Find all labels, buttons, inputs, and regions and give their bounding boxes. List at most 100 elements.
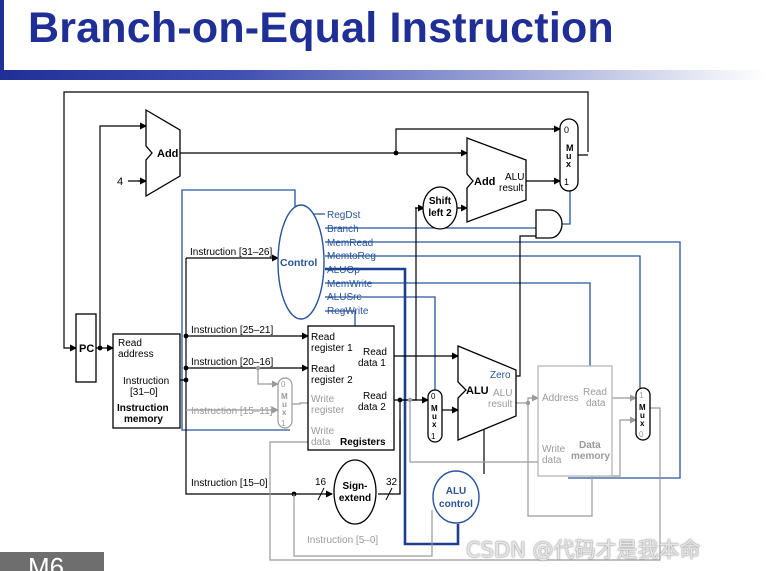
svg-text:memory: memory [571, 451, 610, 462]
svg-text:u: u [282, 400, 287, 409]
datapath-arrows [70, 122, 561, 498]
svg-text:data 2: data 2 [358, 402, 386, 413]
and-output-line [562, 185, 571, 225]
memwrite-line [325, 282, 591, 366]
branch-adder-result-l1: ALU [505, 172, 524, 183]
alu-zero: Zero [490, 370, 511, 381]
branch-adder: Add ALU result [466, 137, 527, 223]
svg-text:Instruction: Instruction [123, 376, 169, 387]
inactive-arrows [270, 380, 637, 424]
inactive-dots [255, 365, 531, 406]
svg-text:address: address [118, 349, 154, 360]
data-memory: Address Read data Write data Data memory [537, 365, 613, 477]
signal-regwrite: RegWrite [327, 306, 369, 317]
svg-text:M: M [639, 403, 646, 412]
svg-text:Data: Data [579, 440, 601, 451]
register-file: Read register 1 Read register 2 Write re… [307, 325, 395, 451]
svg-text:register: register [311, 405, 345, 416]
svg-text:control: control [439, 499, 473, 510]
shift-left-2: Shift left 2 [422, 186, 458, 230]
svg-text:Read: Read [363, 347, 387, 358]
svg-text:Instruction [15–0]: Instruction [15–0] [191, 478, 268, 489]
svg-text:x: x [432, 420, 437, 429]
control-label: Control [280, 257, 317, 269]
svg-text:data: data [586, 398, 606, 409]
svg-text:ALU: ALU [493, 388, 512, 399]
svg-text:0: 0 [431, 392, 436, 401]
pc-label: PC [79, 343, 94, 355]
signal-memwrite: MemWrite [327, 279, 373, 290]
svg-text:Instruction [15–11]: Instruction [15–11] [191, 406, 273, 417]
pc-adder-label: Add [157, 148, 178, 160]
svg-text:Instruction [31–26]: Instruction [31–26] [190, 247, 272, 258]
svg-text:M: M [566, 143, 574, 153]
svg-text:0: 0 [564, 125, 569, 135]
svg-text:1: 1 [564, 177, 569, 187]
junction-dots [97, 150, 403, 497]
title-underline-rule [0, 70, 766, 80]
branch-adder-result-l2: result [499, 183, 524, 194]
alu-label: ALU [466, 385, 489, 397]
svg-text:Registers: Registers [340, 437, 386, 448]
regdst-mux: 0 M u x 1 [277, 377, 293, 429]
svg-text:result: result [488, 399, 513, 410]
svg-text:data 1: data 1 [358, 358, 386, 369]
svg-text:x: x [282, 408, 287, 417]
svg-text:0: 0 [281, 380, 286, 389]
regwrite-line [325, 310, 356, 326]
svg-text:ALU: ALU [446, 486, 467, 497]
instruction-field-labels: Instruction [31–26] Instruction [25–21] … [190, 247, 378, 546]
svg-text:u: u [566, 151, 572, 161]
alusrc-mux: 0 M u x 1 [427, 389, 443, 443]
sign-extend-out-bits: 32 [386, 477, 398, 488]
svg-text:data: data [311, 437, 331, 448]
svg-text:Read: Read [311, 332, 335, 343]
svg-text:Write: Write [311, 426, 335, 437]
svg-text:Sign-: Sign- [343, 481, 368, 492]
svg-text:Instruction [25–21]: Instruction [25–21] [191, 325, 273, 336]
svg-text:Read: Read [363, 391, 387, 402]
svg-text:1: 1 [431, 432, 436, 441]
svg-text:data: data [542, 455, 562, 466]
sign-extend: Sign- extend 16 32 [315, 459, 398, 525]
svg-text:Write: Write [311, 394, 335, 405]
svg-text:u: u [432, 412, 437, 421]
memtoreg-line [325, 255, 641, 388]
svg-text:0: 0 [639, 430, 644, 439]
title-accent-bar [0, 0, 4, 74]
svg-text:Write: Write [542, 444, 566, 455]
slide-number-tab: M6 [0, 552, 104, 571]
signal-aluop: ALUOp [327, 265, 360, 276]
svg-text:memory: memory [124, 414, 163, 425]
signal-regdst: RegDst [327, 210, 361, 221]
sign-extend-in-bits: 16 [315, 477, 327, 488]
svg-text:Read: Read [311, 364, 335, 375]
svg-text:[31–0]: [31–0] [130, 387, 158, 398]
svg-text:Instruction [20–16]: Instruction [20–16] [191, 357, 273, 368]
branch-and-gate [535, 209, 563, 239]
svg-text:u: u [640, 411, 645, 420]
svg-text:Read: Read [118, 338, 142, 349]
shift-label-l1: Shift [429, 196, 452, 207]
memtoreg-mux: 1 M u x 0 [635, 387, 651, 441]
svg-text:register 1: register 1 [311, 343, 353, 354]
svg-text:1: 1 [281, 419, 286, 428]
memread-line [325, 241, 681, 479]
pc-adder: Add 4 [117, 108, 181, 198]
control-unit: Control [277, 204, 325, 320]
svg-text:x: x [640, 419, 645, 428]
svg-text:x: x [566, 159, 571, 169]
instruction-memory: Read address Instruction [31–0] Instruct… [112, 333, 181, 429]
svg-text:Read: Read [583, 387, 607, 398]
svg-text:1: 1 [639, 391, 644, 400]
pc-mux: 0 M u x 1 [559, 118, 579, 192]
control-lines [181, 185, 681, 479]
slide-title: Branch-on-Equal Instruction [28, 4, 614, 52]
pc-register: PC [75, 313, 97, 383]
svg-text:Instruction: Instruction [117, 403, 169, 414]
aluop-line-bold [325, 267, 460, 546]
branch-adder-label: Add [474, 176, 495, 188]
alusrc-line [325, 296, 436, 390]
svg-text:Instruction [5–0]: Instruction [5–0] [307, 535, 378, 546]
